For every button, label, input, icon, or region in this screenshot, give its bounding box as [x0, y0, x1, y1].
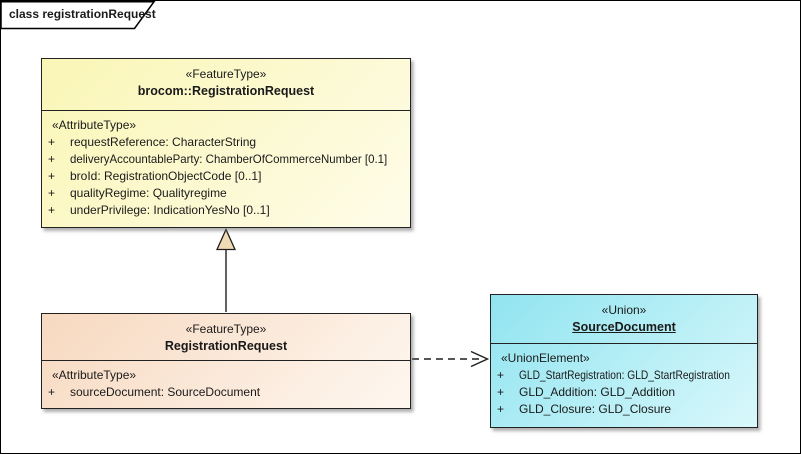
attribute-text: GLD_Closure: GLD_Closure: [519, 402, 672, 416]
visibility-marker: +: [48, 135, 56, 149]
attribute-text: deliveryAccountableParty: ChamberOfComme…: [70, 152, 388, 166]
class-name: SourceDocument: [572, 320, 676, 334]
title-tab-shape: [1, 1, 156, 30]
attribute-row[interactable]: + deliveryAccountableParty: ChamberOfCom…: [42, 151, 410, 168]
attribute-row[interactable]: + underPrivilege: IndicationYesNo [0..1]: [42, 202, 410, 219]
diagram-title-tab: class registrationRequest: [1, 1, 171, 31]
attributes-compartment: «UnionElement» + GLD_StartRegistration: …: [491, 344, 757, 418]
attribute-row[interactable]: + requestReference: CharacterString: [42, 134, 410, 151]
visibility-marker: +: [48, 203, 56, 217]
attribute-text: broId: RegistrationObjectCode [0..1]: [70, 169, 262, 183]
attribute-row[interactable]: + GLD_Closure: GLD_Closure: [491, 401, 757, 418]
visibility-marker: +: [48, 152, 56, 166]
visibility-marker: +: [497, 385, 505, 399]
class-box-brocom-registration-request[interactable]: «FeatureType» brocom::RegistrationReques…: [41, 58, 411, 228]
attribute-row[interactable]: + broId: RegistrationObjectCode [0..1]: [42, 168, 410, 185]
attribute-row[interactable]: + GLD_StartRegistration: GLD_StartRegist…: [491, 367, 757, 384]
compartment-stereotype: «UnionElement»: [501, 351, 590, 365]
attributes-compartment: «AttributeType» + requestReference: Char…: [42, 111, 410, 219]
attribute-text: GLD_Addition: GLD_Addition: [519, 385, 676, 399]
attribute-text: requestReference: CharacterString: [70, 135, 257, 149]
attribute-text: underPrivilege: IndicationYesNo [0..1]: [70, 203, 270, 217]
compartment-stereotype: «AttributeType»: [52, 368, 137, 382]
open-arrowhead: [470, 350, 490, 368]
compartment-stereotype: «AttributeType»: [52, 118, 137, 132]
class-name: RegistrationRequest: [164, 339, 288, 353]
generalization-arrow[interactable]: [215, 227, 237, 313]
attribute-row[interactable]: + sourceDocument: SourceDocument: [42, 384, 410, 401]
attribute-text: GLD_StartRegistration: GLD_StartRegistra…: [519, 368, 730, 382]
attributes-compartment: «AttributeType» + sourceDocument: Source…: [42, 361, 410, 401]
class-header: «Union» SourceDocument: [491, 295, 757, 344]
hollow-triangle-arrowhead: [215, 227, 237, 251]
class-header: «FeatureType» RegistrationRequest: [42, 314, 410, 361]
dependency-arrow[interactable]: [412, 350, 490, 368]
visibility-marker: +: [48, 169, 56, 183]
visibility-marker: +: [497, 402, 505, 416]
attribute-row[interactable]: + GLD_Addition: GLD_Addition: [491, 384, 757, 401]
attribute-row[interactable]: + qualityRegime: Qualityregime: [42, 185, 410, 202]
stereotype-label: «Union»: [601, 303, 647, 317]
class-name: brocom::RegistrationRequest: [137, 84, 315, 98]
visibility-marker: +: [48, 385, 56, 399]
stereotype-label: «FeatureType»: [185, 67, 267, 81]
visibility-marker: +: [48, 186, 56, 200]
attribute-text: qualityRegime: Qualityregime: [70, 186, 227, 200]
class-header: «FeatureType» brocom::RegistrationReques…: [42, 59, 410, 111]
attribute-text: sourceDocument: SourceDocument: [70, 385, 261, 399]
diagram-title: class registrationRequest: [9, 7, 156, 21]
class-box-source-document[interactable]: «Union» SourceDocument «UnionElement» + …: [490, 294, 758, 428]
class-box-registration-request[interactable]: «FeatureType» RegistrationRequest «Attri…: [41, 313, 411, 409]
stereotype-label: «FeatureType»: [185, 322, 267, 336]
visibility-marker: +: [497, 368, 505, 382]
